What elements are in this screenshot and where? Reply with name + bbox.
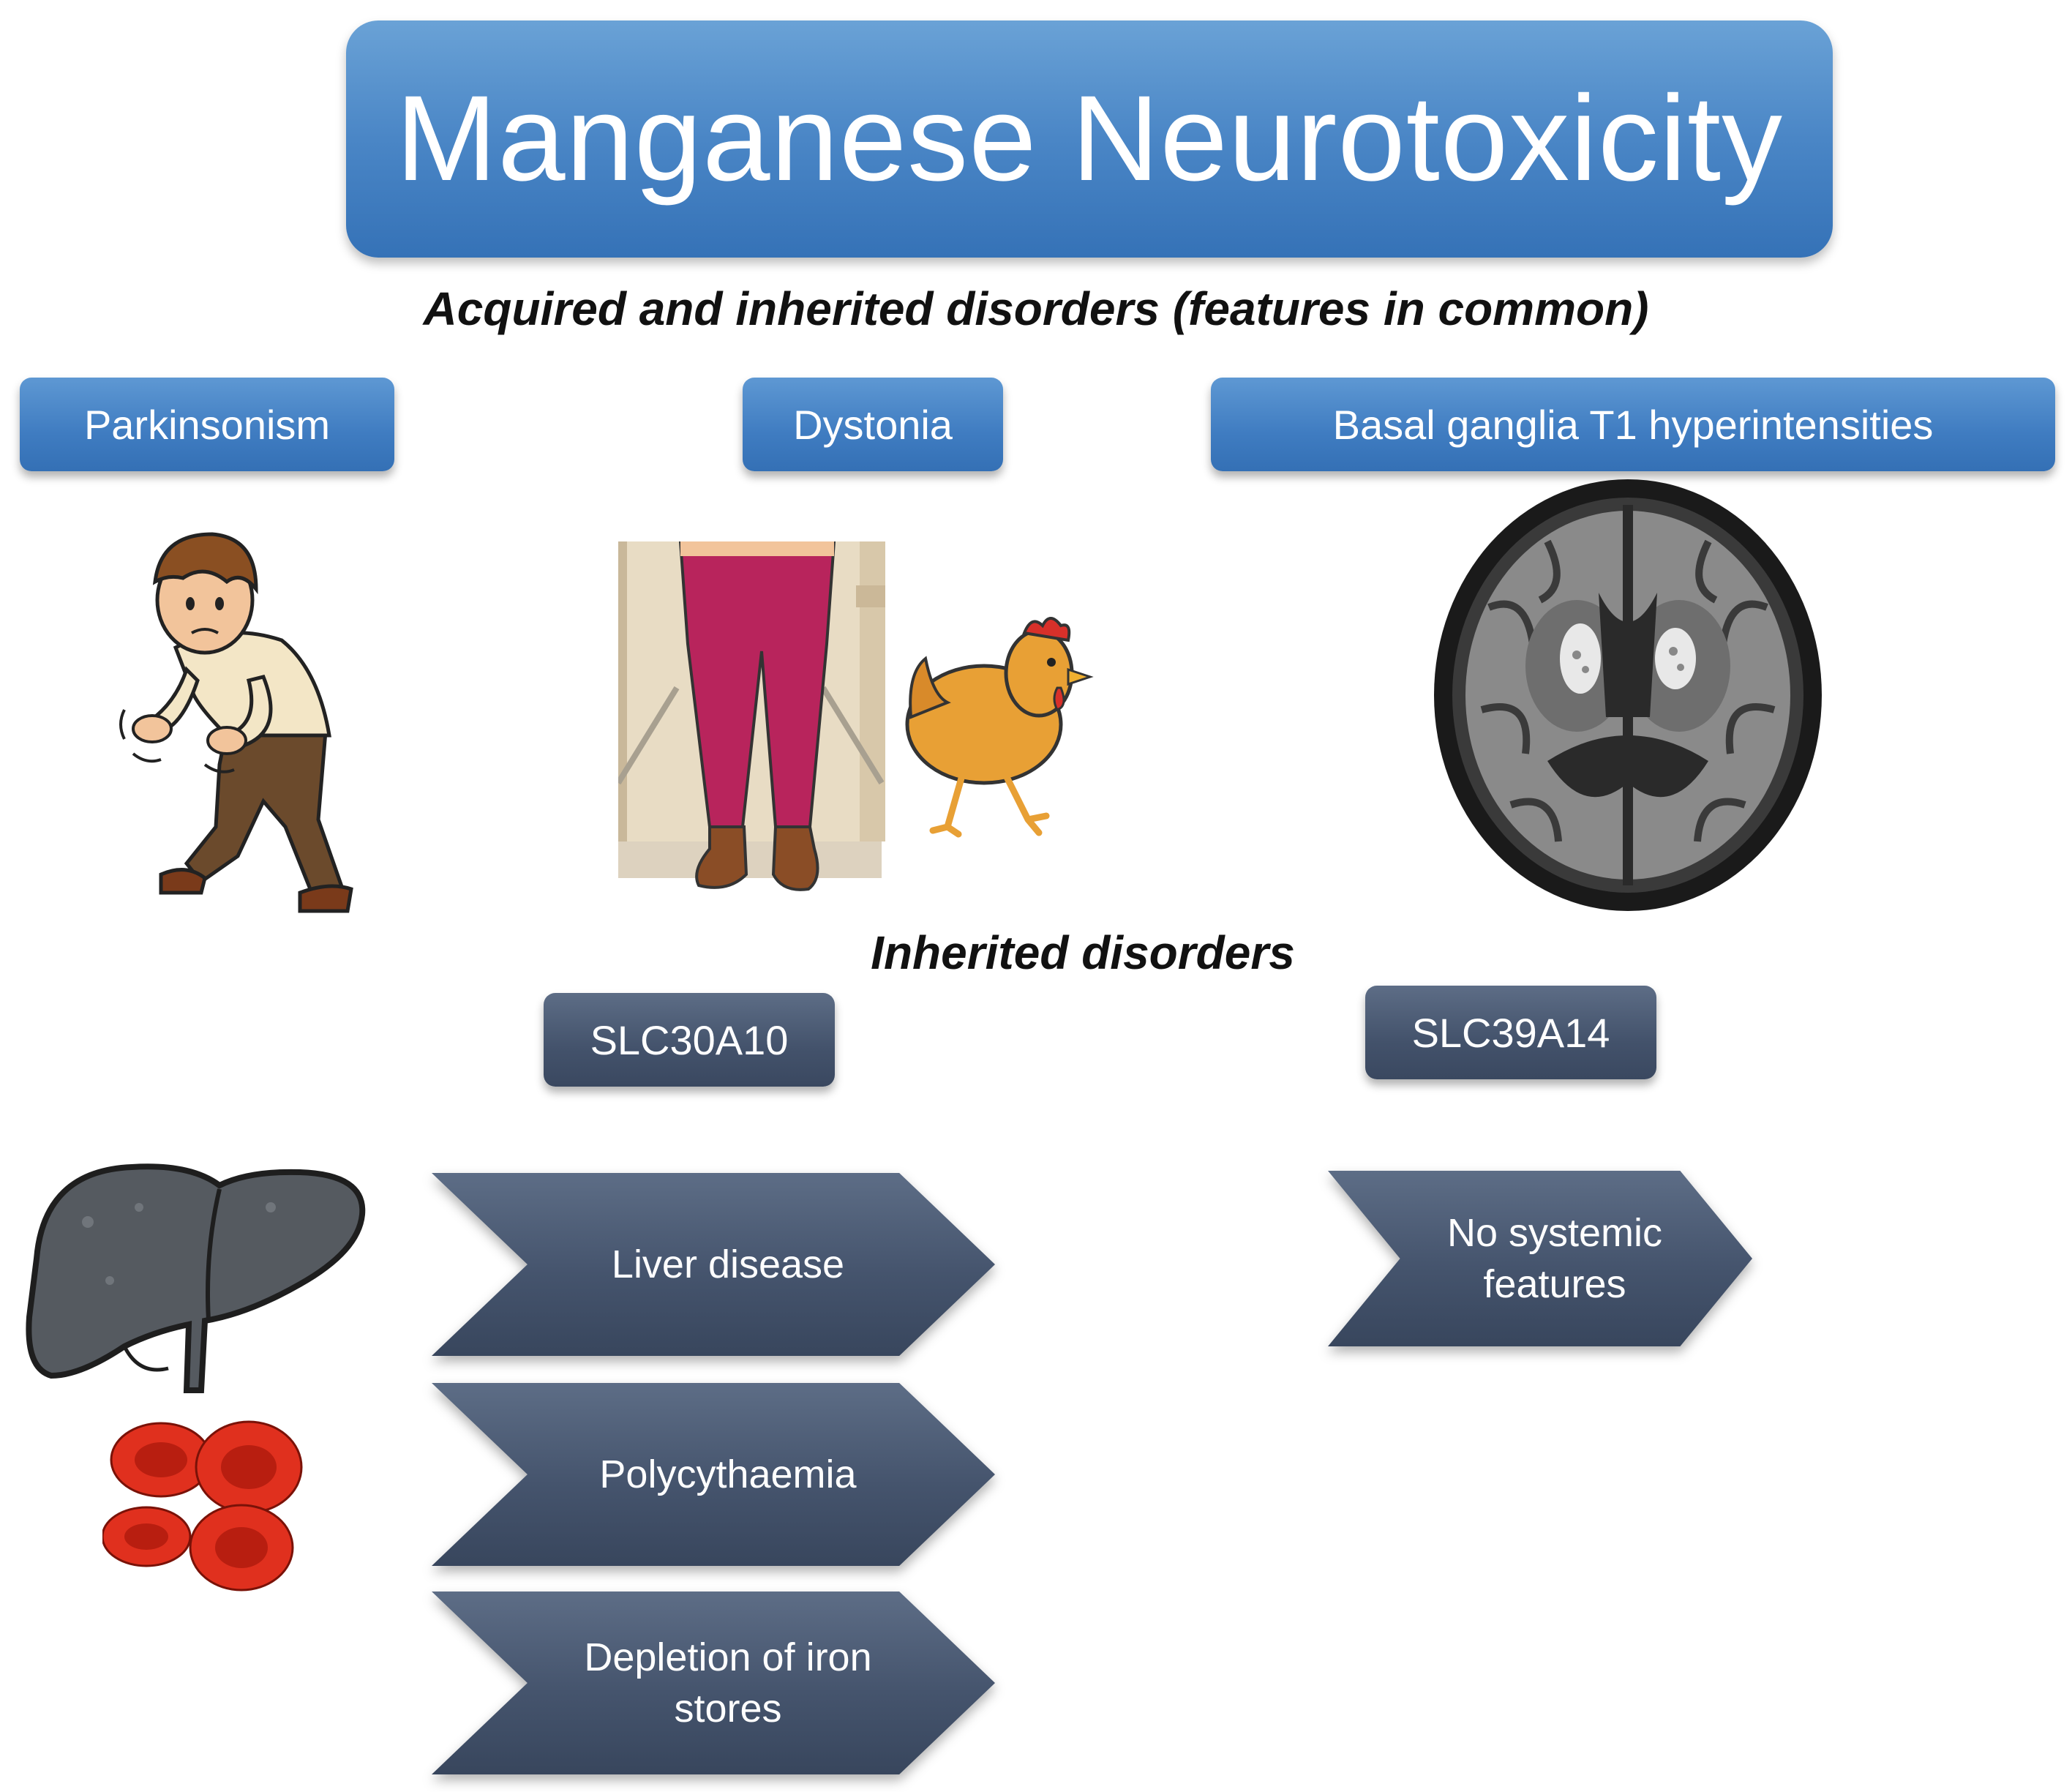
- liver-icon: [26, 1163, 366, 1393]
- title-banner: Manganese Neurotoxicity: [346, 20, 1833, 258]
- chevron-no-systemic-features: No systemic features: [1328, 1171, 1752, 1346]
- chevron-label: Polycythaemia: [599, 1452, 857, 1496]
- subtitle-common: Acquired and inherited disorders (featur…: [423, 282, 1649, 335]
- chevron-iron-depletion: Depletion of iron stores: [432, 1592, 995, 1774]
- feature-label: Basal ganglia T1 hyperintensities: [1332, 401, 1934, 448]
- brain-mri-icon: [1434, 479, 1822, 911]
- red-blood-cells-icon: [102, 1420, 303, 1592]
- chevron-label-line-1: No systemic: [1446, 1210, 1663, 1255]
- feature-box-parkinsonism: Parkinsonism: [20, 378, 394, 471]
- gene-label: SLC39A14: [1411, 1009, 1610, 1056]
- chevron-polycythaemia: Polycythaemia: [432, 1383, 995, 1566]
- feature-box-basal-ganglia: Basal ganglia T1 hyperintensities: [1211, 378, 2055, 471]
- chevron-label: Liver disease: [611, 1242, 845, 1286]
- dystonic-legs-and-chicken-icon: [618, 541, 1094, 891]
- feature-box-dystonia: Dystonia: [743, 378, 1003, 471]
- chevron-liver-disease: Liver disease: [432, 1173, 995, 1356]
- feature-label: Dystonia: [793, 401, 953, 448]
- chevron-label-line-2: stores: [674, 1687, 782, 1731]
- gene-label: SLC30A10: [590, 1016, 789, 1063]
- feature-label: Parkinsonism: [83, 401, 331, 448]
- subtitle-inherited: Inherited disorders: [871, 926, 1295, 979]
- parkinsonian-man-icon: [119, 532, 353, 913]
- gene-box-slc30a10: SLC30A10: [544, 993, 835, 1087]
- diagram-title: Manganese Neurotoxicity: [395, 71, 1784, 206]
- chevron-label-line-2: features: [1483, 1262, 1626, 1306]
- chevron-label-line-1: Depletion of iron: [584, 1635, 872, 1679]
- gene-box-slc39a14: SLC39A14: [1365, 986, 1656, 1079]
